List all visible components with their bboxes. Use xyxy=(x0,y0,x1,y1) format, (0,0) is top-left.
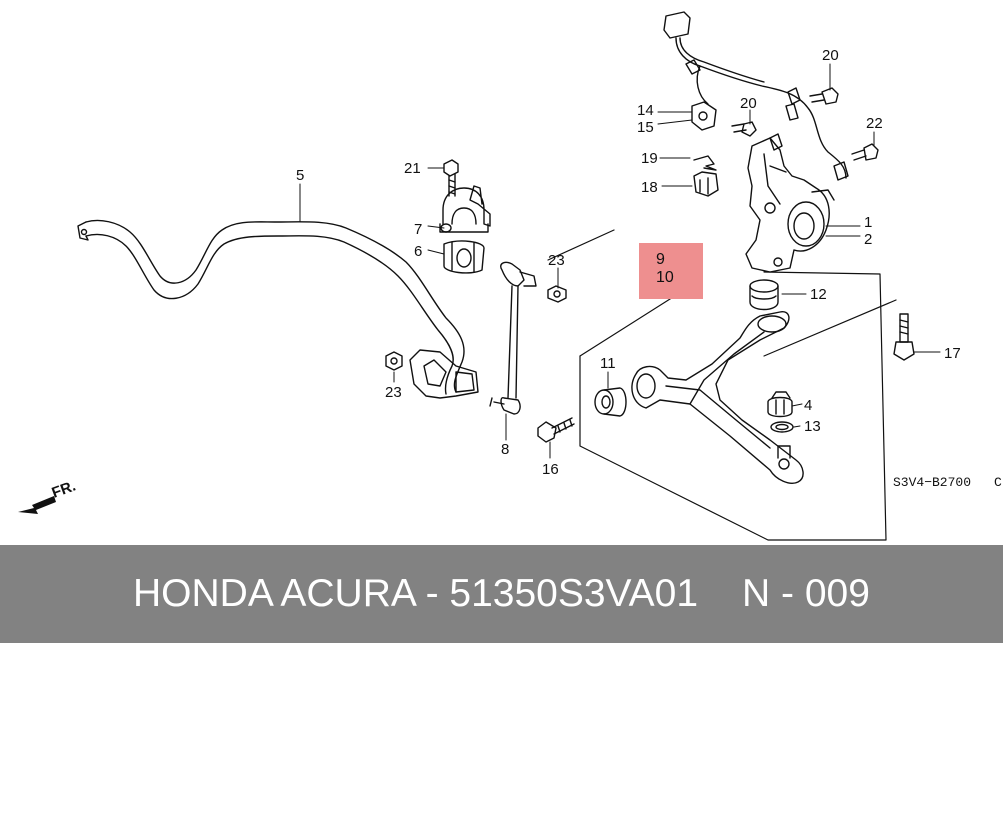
footer-part-number: HONDA ACURA - 51350S3VA01 xyxy=(133,572,699,615)
highlighted-part-label: 9 10 xyxy=(639,243,703,299)
callout-12: 12 xyxy=(810,286,827,303)
callout-labels: 5 21 7 6 23 23 8 16 11 12 4 13 17 1 2 19… xyxy=(50,47,1002,502)
bolt-21 xyxy=(443,159,459,197)
callout-5: 5 xyxy=(296,167,304,184)
diagram-code-suffix: C xyxy=(994,475,1002,490)
assembly-bracket xyxy=(547,229,897,541)
front-arrow-icon xyxy=(18,496,56,514)
bushing-12 xyxy=(749,279,779,311)
callout-21: 21 xyxy=(404,160,421,177)
stabilizer-bushing xyxy=(443,240,485,274)
callout-7: 7 xyxy=(414,221,422,238)
parts-diagram: 5 21 7 6 23 23 8 16 11 12 4 13 17 1 2 19… xyxy=(18,11,1002,541)
callout-1: 1 xyxy=(864,214,872,231)
bolt-16 xyxy=(537,417,575,443)
bushing-11 xyxy=(594,387,627,417)
callout-17: 17 xyxy=(944,345,961,362)
bolt-22 xyxy=(851,143,879,161)
callout-16: 16 xyxy=(542,461,559,478)
callout-20-lower: 20 xyxy=(740,95,757,112)
front-label: FR. xyxy=(50,478,79,502)
highlight-number-10: 10 xyxy=(656,269,674,286)
stabilizer-bar xyxy=(77,219,465,395)
nut-18 xyxy=(693,171,719,197)
stabilizer-holder xyxy=(439,185,491,233)
lower-arm xyxy=(631,311,804,484)
callout-23-top: 23 xyxy=(548,252,565,269)
callout-8: 8 xyxy=(501,441,509,458)
nut-23-top xyxy=(547,285,567,303)
washer-13 xyxy=(770,421,794,433)
callout-6: 6 xyxy=(414,243,422,260)
callout-18: 18 xyxy=(641,179,658,196)
abs-sensor-harness xyxy=(663,11,849,181)
callout-20-upper: 20 xyxy=(822,47,839,64)
callout-15: 15 xyxy=(637,119,654,136)
steering-knuckle xyxy=(745,137,835,273)
bolt-17 xyxy=(893,313,915,361)
stabilizer-link xyxy=(489,261,537,415)
highlight-number-9: 9 xyxy=(656,251,665,268)
clip-19 xyxy=(693,155,717,171)
diagram-canvas: 5 21 7 6 23 23 8 16 11 12 4 13 17 1 2 19… xyxy=(18,11,1002,541)
callout-14: 14 xyxy=(637,102,654,119)
leader-lines xyxy=(299,63,941,459)
footer-banner: HONDA ACURA - 51350S3VA01 N - 009 xyxy=(0,545,1003,643)
footer-page-code: N - 009 xyxy=(742,572,870,615)
callout-19: 19 xyxy=(641,150,658,167)
bolt-20-lower xyxy=(731,121,757,137)
callout-4: 4 xyxy=(804,397,812,414)
callout-22: 22 xyxy=(866,115,883,132)
nut-23-left xyxy=(385,351,403,371)
nut-4 xyxy=(767,391,793,418)
callout-13: 13 xyxy=(804,418,821,435)
diagram-code: S3V4−B2700 xyxy=(893,475,971,490)
stabilizer-lower-bracket xyxy=(409,349,479,399)
bolt-20-upper xyxy=(809,87,839,105)
callout-11: 11 xyxy=(600,355,616,372)
callout-2: 2 xyxy=(864,231,872,248)
callout-23-left: 23 xyxy=(385,384,402,401)
